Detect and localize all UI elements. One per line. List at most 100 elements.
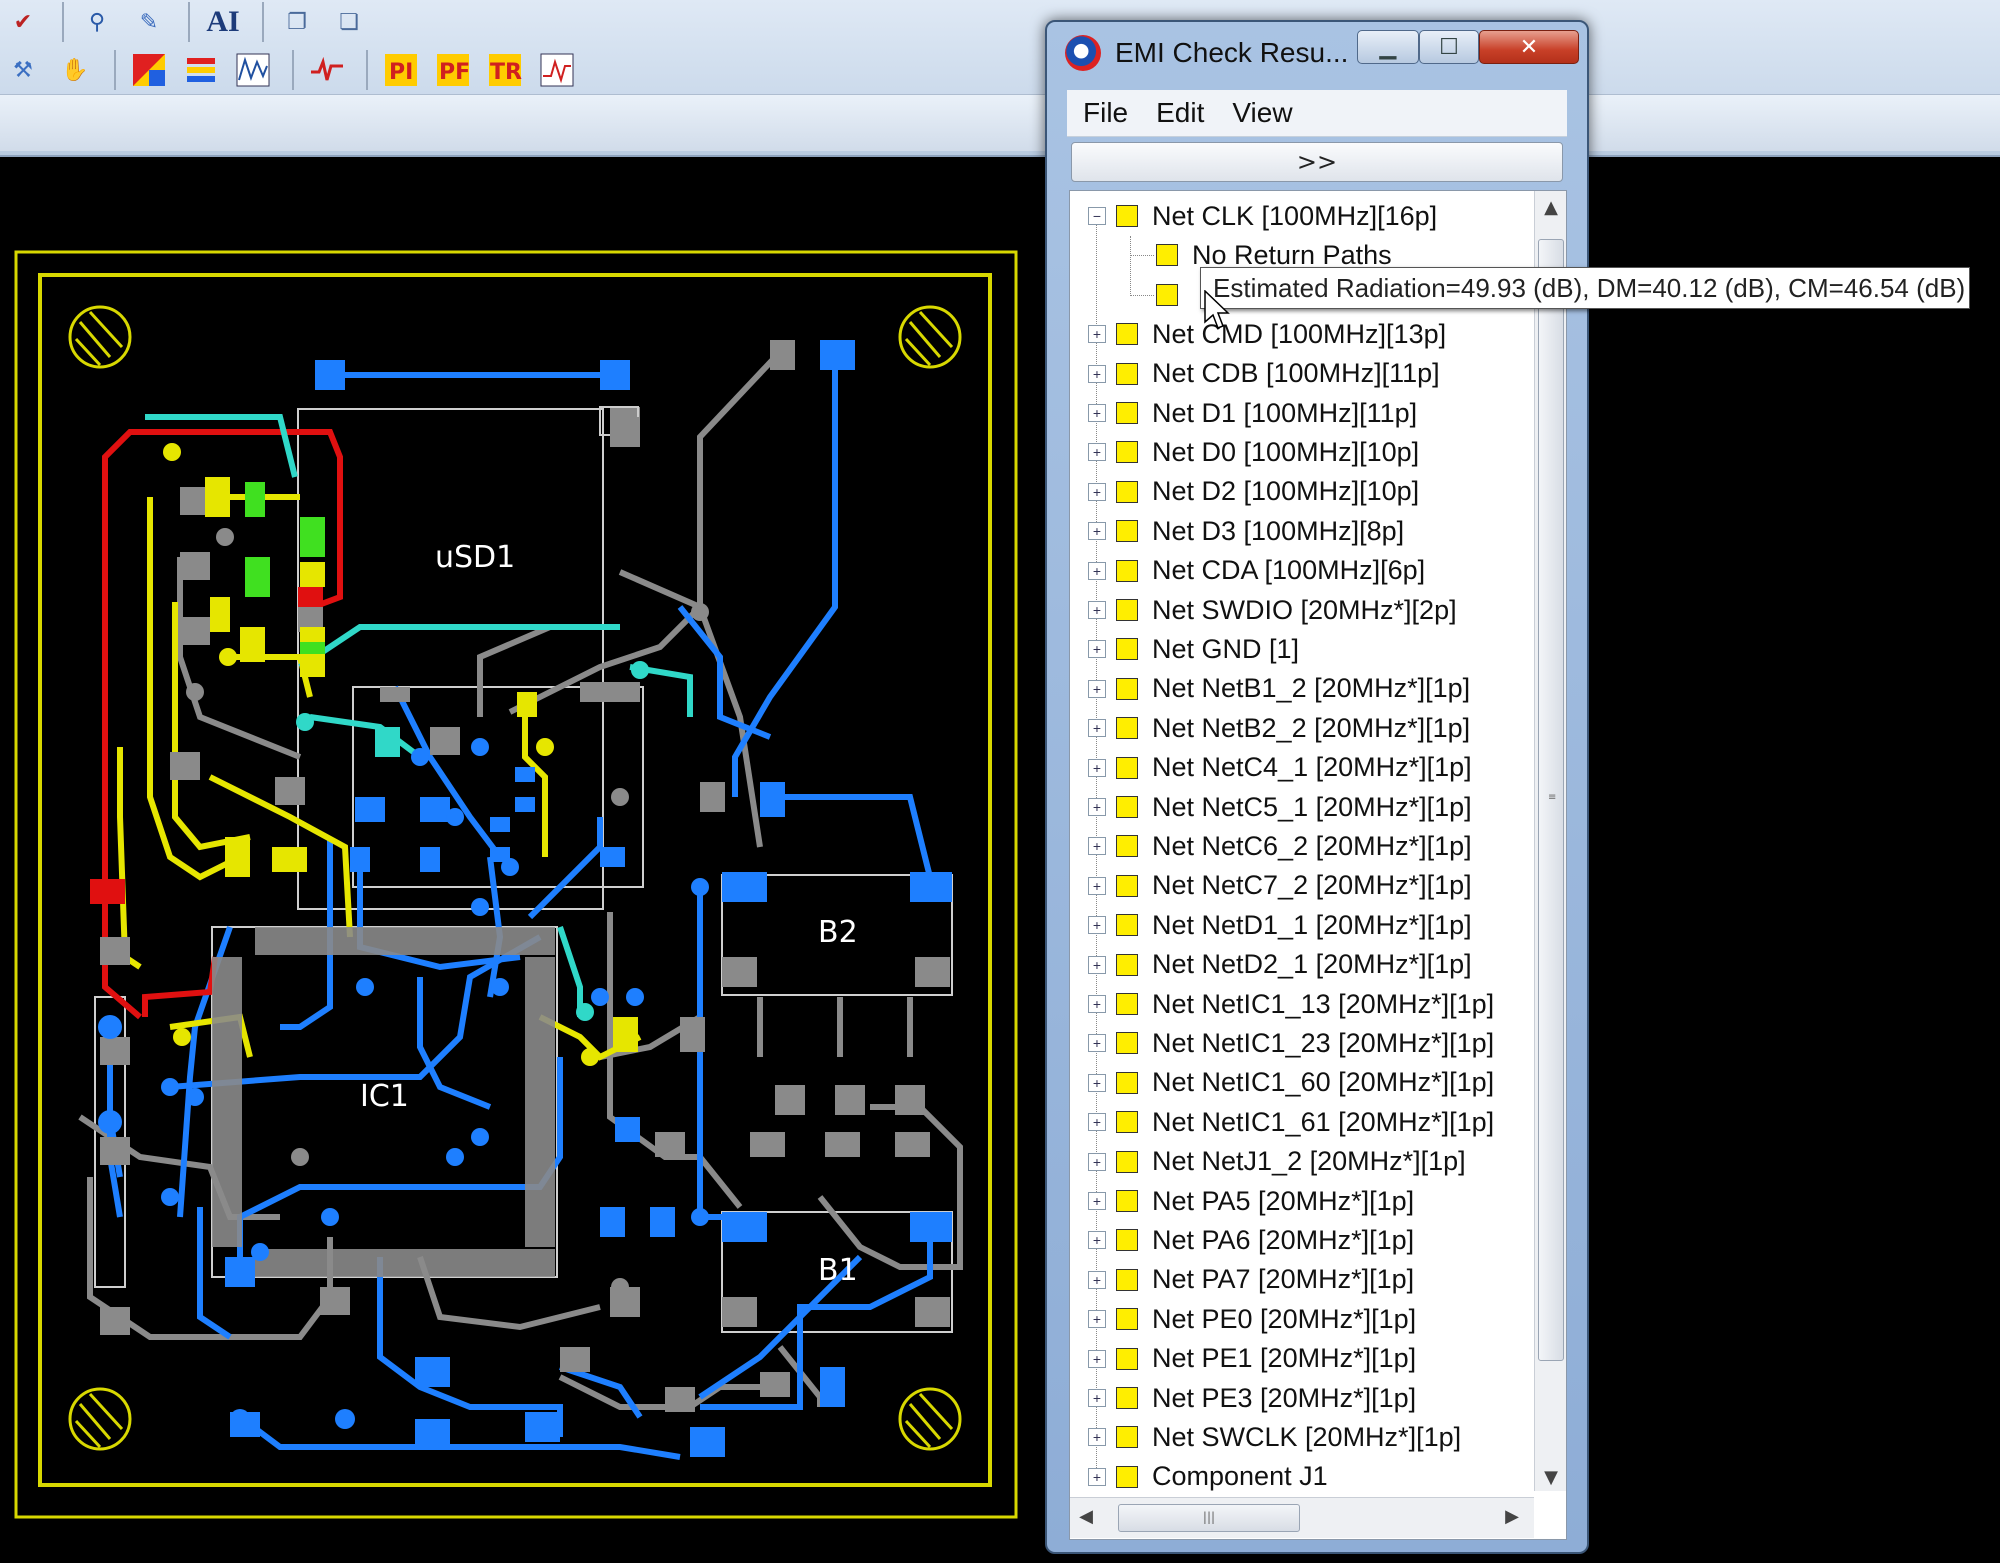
expand-icon[interactable]: + bbox=[1088, 1152, 1106, 1171]
expand-icon[interactable]: + bbox=[1088, 1428, 1106, 1447]
tree-node[interactable]: +Net NetC7_2 [20MHz*][1p] bbox=[1088, 867, 1472, 905]
tree-node[interactable]: +Net NetJ1_2 [20MHz*][1p] bbox=[1088, 1143, 1466, 1181]
expand-icon[interactable]: + bbox=[1088, 719, 1106, 738]
close-button[interactable]: ✕ bbox=[1479, 30, 1579, 64]
pcb-canvas[interactable]: uSD1 IC1 B2 B1 bbox=[0, 157, 1060, 1559]
expand-icon[interactable]: + bbox=[1088, 640, 1106, 659]
tree-node[interactable]: +Net PE3 [20MHz*][1p] bbox=[1088, 1379, 1416, 1417]
tree-node[interactable]: +Net NetB2_2 [20MHz*][1p] bbox=[1088, 709, 1470, 747]
tree-node[interactable]: +Net NetC4_1 [20MHz*][1p] bbox=[1088, 749, 1472, 787]
expand-icon[interactable]: + bbox=[1088, 955, 1106, 974]
tree-node[interactable]: −Net CLK [100MHz][16p] bbox=[1088, 197, 1437, 235]
tree-node[interactable]: +Net D1 [100MHz][11p] bbox=[1088, 394, 1417, 432]
color-map-icon[interactable] bbox=[126, 48, 172, 92]
net-tree-view[interactable]: −Net CLK [100MHz][16p]No Return Paths +Ne… bbox=[1069, 190, 1567, 1540]
tree-node[interactable]: +Net D3 [100MHz][8p] bbox=[1088, 512, 1404, 550]
expand-icon[interactable]: + bbox=[1088, 443, 1106, 462]
expand-icon[interactable]: + bbox=[1088, 561, 1106, 580]
menu-file[interactable]: File bbox=[1083, 97, 1129, 128]
tree-node[interactable]: +Net PA5 [20MHz*][1p] bbox=[1088, 1182, 1414, 1220]
expand-icon[interactable]: + bbox=[1088, 1231, 1106, 1250]
expand-icon[interactable]: + bbox=[1088, 1349, 1106, 1368]
tree-node[interactable]: +Net NetD1_1 [20MHz*][1p] bbox=[1088, 906, 1472, 944]
expand-icon[interactable]: + bbox=[1088, 758, 1106, 777]
expand-icon[interactable]: + bbox=[1088, 482, 1106, 501]
vertical-scrollbar[interactable]: ▲ ≡ ▼ bbox=[1534, 191, 1566, 1491]
expand-icon[interactable]: + bbox=[1088, 404, 1106, 422]
horizontal-scroll-thumb[interactable]: ||| bbox=[1118, 1504, 1300, 1532]
maximize-button[interactable]: ☐ bbox=[1419, 30, 1479, 64]
signal-icon[interactable] bbox=[534, 48, 580, 92]
expand-icon[interactable]: + bbox=[1088, 995, 1106, 1013]
vertical-scroll-thumb[interactable]: ≡ bbox=[1538, 239, 1564, 1361]
tree-node[interactable]: +Net NetB1_2 [20MHz*][1p] bbox=[1088, 670, 1470, 708]
expand-icon[interactable]: + bbox=[1088, 798, 1106, 816]
expand-icon[interactable]: + bbox=[1088, 1192, 1106, 1210]
expand-icon[interactable]: + bbox=[1088, 364, 1106, 383]
tree-node[interactable]: +Net D2 [100MHz][10p] bbox=[1088, 473, 1419, 511]
layer-icon[interactable] bbox=[178, 48, 224, 92]
expand-icon[interactable]: + bbox=[1088, 1073, 1106, 1092]
expand-icon[interactable]: + bbox=[1088, 916, 1106, 935]
tree-node[interactable]: +Net CMD [100MHz][13p] bbox=[1088, 315, 1446, 353]
expand-icon[interactable]: + bbox=[1088, 679, 1106, 698]
tree-node[interactable]: +Net NetIC1_61 [20MHz*][1p] bbox=[1088, 1103, 1494, 1141]
tree-node[interactable]: +Net NetC5_1 [20MHz*][1p] bbox=[1088, 788, 1472, 826]
expand-icon[interactable]: + bbox=[1088, 1389, 1106, 1407]
expand-icon[interactable]: + bbox=[1088, 325, 1106, 344]
expand-icon[interactable]: + bbox=[1088, 1310, 1106, 1329]
copy-icon[interactable]: ❐ bbox=[287, 9, 307, 35]
tree-child-node[interactable]: No Return Paths bbox=[1156, 236, 1392, 274]
tr-analysis-icon[interactable]: TR bbox=[482, 48, 528, 92]
expand-icon[interactable]: + bbox=[1088, 522, 1106, 541]
expand-button[interactable]: >> bbox=[1071, 142, 1563, 182]
scroll-right-icon[interactable]: ▶ bbox=[1505, 1506, 1519, 1527]
menu-edit[interactable]: Edit bbox=[1156, 97, 1205, 128]
scroll-up-icon[interactable]: ▲ bbox=[1544, 197, 1558, 218]
tree-node[interactable]: +Net NetIC1_23 [20MHz*][1p] bbox=[1088, 1024, 1494, 1062]
expand-icon[interactable]: + bbox=[1088, 1270, 1106, 1289]
collapse-icon[interactable]: − bbox=[1088, 207, 1106, 225]
scroll-down-icon[interactable]: ▼ bbox=[1544, 1467, 1558, 1488]
tree-node[interactable]: +Net PA6 [20MHz*][1p] bbox=[1088, 1221, 1414, 1259]
horizontal-scrollbar[interactable]: ◀ ||| ▶ bbox=[1070, 1497, 1534, 1538]
scroll-left-icon[interactable]: ◀ bbox=[1079, 1506, 1093, 1527]
window-titlebar[interactable]: EMI Check Resu... ▁ ☐ ✕ bbox=[1047, 22, 1587, 84]
tree-node[interactable]: +Component J1 bbox=[1088, 1458, 1328, 1496]
tree-node[interactable]: +Net SWDIO [20MHz*][2p] bbox=[1088, 591, 1457, 629]
tree-node[interactable]: +Net D0 [100MHz][10p] bbox=[1088, 433, 1419, 471]
tree-node[interactable]: +Net SWCLK [20MHz*][1p] bbox=[1088, 1418, 1461, 1456]
expand-icon[interactable]: + bbox=[1088, 1467, 1106, 1486]
net-status-icon bbox=[1116, 559, 1138, 582]
route-icon[interactable]: ⚒ bbox=[13, 57, 33, 83]
paste-icon[interactable]: ❏ bbox=[339, 9, 359, 35]
hand-icon[interactable]: ✋ bbox=[61, 57, 89, 83]
pf-analysis-icon[interactable]: PF bbox=[430, 48, 476, 92]
menu-view[interactable]: View bbox=[1232, 97, 1293, 128]
tree-node[interactable]: +Net PE1 [20MHz*][1p] bbox=[1088, 1340, 1416, 1378]
text-tool-button[interactable]: AI bbox=[206, 5, 240, 38]
pencil-icon[interactable]: ✎ bbox=[139, 9, 159, 35]
waveform-icon[interactable] bbox=[230, 48, 276, 92]
probe-icon[interactable] bbox=[304, 48, 350, 92]
expand-icon[interactable]: + bbox=[1088, 876, 1106, 895]
emi-check-results-window[interactable]: EMI Check Resu... ▁ ☐ ✕ File Edit View >… bbox=[1045, 20, 1589, 1554]
tree-node[interactable]: +Net NetIC1_60 [20MHz*][1p] bbox=[1088, 1064, 1494, 1102]
minimize-button[interactable]: ▁ bbox=[1357, 30, 1419, 64]
pi-analysis-icon[interactable]: PI bbox=[378, 48, 424, 92]
tree-node[interactable]: +Net GND [1] bbox=[1088, 630, 1299, 668]
tree-node[interactable]: +Net PA7 [20MHz*][1p] bbox=[1088, 1261, 1414, 1299]
tree-node[interactable]: +Net CDB [100MHz][11p] bbox=[1088, 355, 1440, 393]
tree-node[interactable]: +Net PE0 [20MHz*][1p] bbox=[1088, 1300, 1416, 1338]
tree-node[interactable]: +Net NetC6_2 [20MHz*][1p] bbox=[1088, 827, 1472, 865]
tree-node[interactable]: +Net CDA [100MHz][6p] bbox=[1088, 552, 1425, 590]
zoom-icon[interactable]: ⚲ bbox=[88, 9, 106, 35]
tree-node[interactable]: +Net NetD2_1 [20MHz*][1p] bbox=[1088, 946, 1472, 984]
expand-icon[interactable]: + bbox=[1088, 837, 1106, 856]
check-icon[interactable]: ✔ bbox=[13, 9, 33, 35]
tree-node[interactable]: +Net NetIC1_13 [20MHz*][1p] bbox=[1088, 985, 1494, 1023]
expand-icon[interactable]: + bbox=[1088, 601, 1106, 619]
expand-icon[interactable]: + bbox=[1088, 1034, 1106, 1053]
expand-icon[interactable]: + bbox=[1088, 1113, 1106, 1132]
tree-child-node[interactable] bbox=[1156, 276, 1192, 314]
